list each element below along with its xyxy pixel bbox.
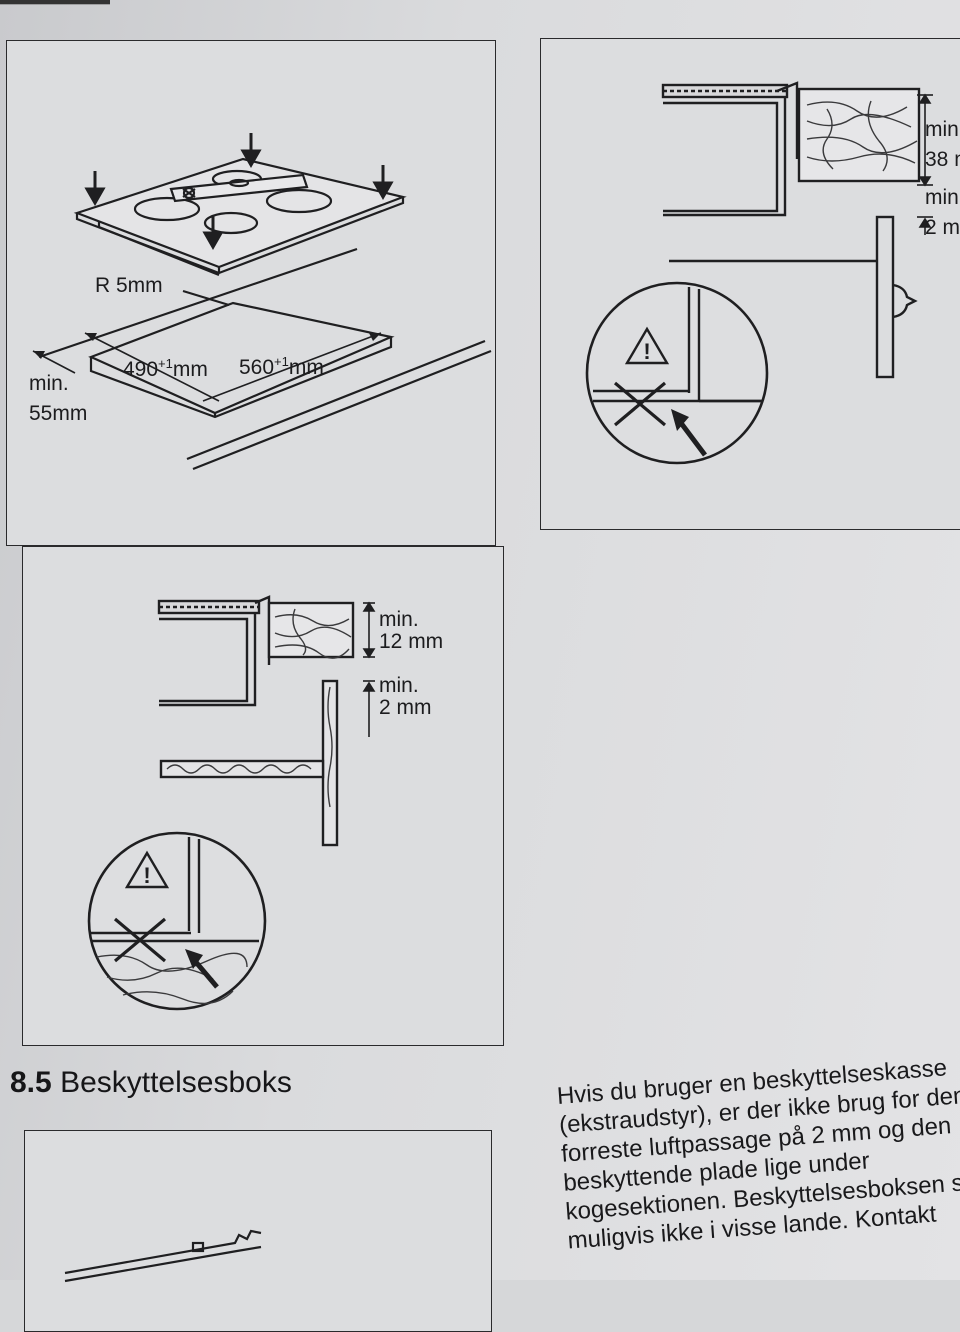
protection-box-drawing (64, 1229, 262, 1283)
worktop-thickness-label-line2: 12 mm (379, 630, 444, 653)
shelf-cross-section-drawing: ! (87, 595, 376, 1011)
cropped-header-text: ▀▀▀▀▀▀▀▀▀▀▀▀▀▀ (0, 0, 110, 8)
cross-section-shelf-panel: ! min. 12 mm min. 2 mm (22, 546, 504, 1046)
cutout-width-label: 490+1mm (123, 356, 208, 381)
edge-distance-label-line1: min. (29, 372, 69, 395)
section-heading: 8.5 Beskyttelsesboks (10, 1066, 292, 1100)
gap-label-line2: 2 mm (379, 696, 432, 719)
protection-box-panel (24, 1130, 492, 1332)
radius-label: R 5mm (95, 274, 163, 297)
worktop-cross-section-drawing: ! (585, 81, 933, 465)
gap-label-line1: min. (925, 186, 960, 209)
warning-icon: ! (143, 863, 150, 888)
worktop-thickness-label-line1: min. (379, 608, 419, 631)
pointer-arrow-icon (185, 949, 219, 989)
section-number: 8.5 (10, 1066, 52, 1099)
cross-section-oven-panel: ! min. 38 mm min. 2 mm (540, 38, 960, 530)
cutout-dimensions-panel: R 5mm 490+1mm 560+1mm min. 55mm (6, 40, 496, 546)
gap-label-line1: min. (379, 674, 419, 697)
warning-icon: ! (643, 339, 650, 364)
section-title: Beskyttelsesboks (60, 1066, 292, 1099)
protection-box-description: Hvis du bruger en beskyttelseskasse (eks… (556, 1051, 960, 1255)
pointer-arrow-icon (671, 409, 707, 457)
hob-cutout-drawing (32, 133, 492, 471)
worktop-thickness-label-line1: min. (925, 118, 960, 141)
edge-distance-label-line2: 55mm (29, 402, 88, 425)
prohibited-x-icon (613, 381, 667, 427)
cutout-depth-label: 560+1mm (239, 354, 324, 379)
prohibited-x-icon (113, 917, 167, 963)
gap-label-line2: 2 mm (925, 216, 960, 239)
worktop-thickness-label-line2: 38 mm (925, 148, 960, 171)
